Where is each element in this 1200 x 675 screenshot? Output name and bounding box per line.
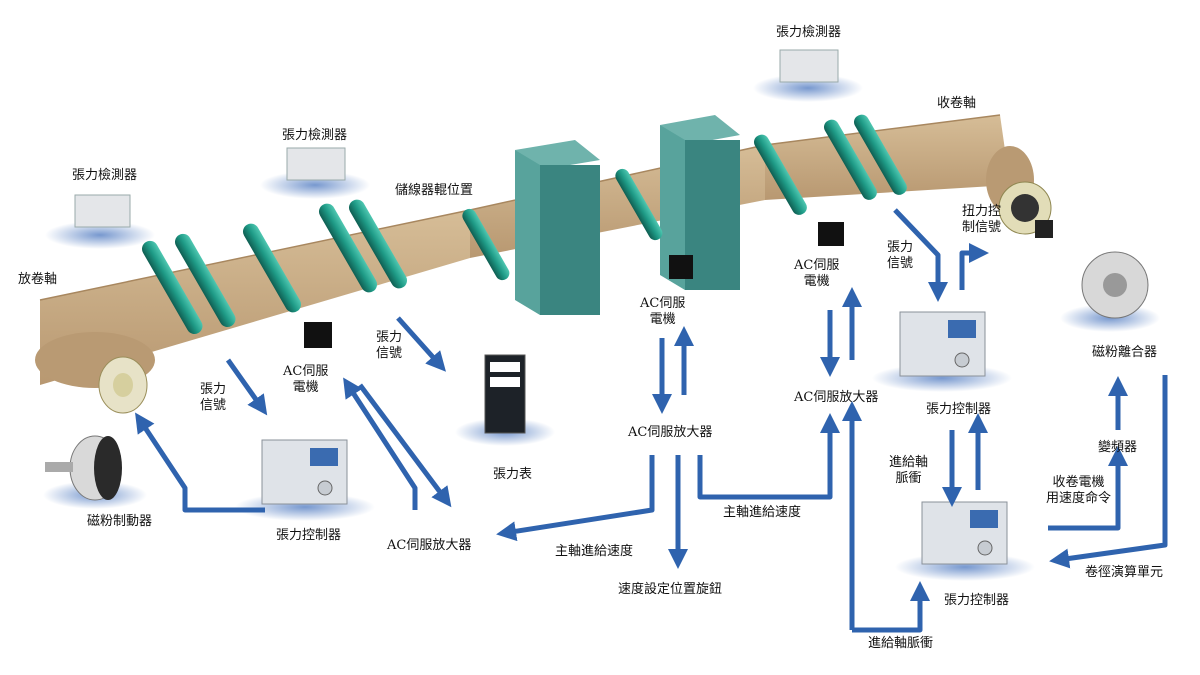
tension-meter-image bbox=[455, 354, 555, 446]
servo-motor-block-left bbox=[304, 322, 332, 348]
label-tension-signal-2: 張力 信號 bbox=[376, 330, 403, 361]
label-servo-motor-left: AC伺服 電機 bbox=[283, 364, 329, 395]
label-tension-signal-3: 張力 信號 bbox=[887, 240, 914, 271]
label-tension-signal-1: 張力 信號 bbox=[200, 382, 227, 413]
label-main-feed-speed-2: 主軸進給速度 bbox=[555, 544, 634, 559]
label-main-feed-speed-1: 主軸進給速度 bbox=[723, 505, 802, 520]
label-tension-meter: 張力表 bbox=[493, 467, 533, 482]
label-torque-control-signal: 扭力控 制信號 bbox=[962, 204, 1002, 235]
unwind-roll bbox=[35, 332, 155, 414]
tension-sensor-3-image bbox=[753, 49, 863, 102]
label-tension-controller-left: 張力控制器 bbox=[276, 528, 342, 543]
label-servo-amplifier-right: AC伺服放大器 bbox=[794, 390, 879, 405]
label-tension-sensor-3: 張力檢測器 bbox=[776, 25, 842, 40]
signal-arrows bbox=[135, 208, 1168, 633]
tension-sensor-1-image bbox=[45, 194, 155, 249]
powder-clutch-image bbox=[1060, 251, 1160, 332]
label-powder-clutch: 磁粉離合器 bbox=[1092, 345, 1158, 360]
label-speed-setting-knob: 速度設定位置旋鈕 bbox=[618, 582, 723, 597]
label-servo-amplifier-bottom: AC伺服放大器 bbox=[387, 538, 472, 553]
label-rewind-motor-speed-command: 收卷電機 用速度命令 bbox=[1046, 475, 1112, 506]
label-tension-controller-right-top: 張力控制器 bbox=[926, 402, 992, 417]
tension-sensor-2-image bbox=[260, 147, 370, 199]
label-roll-diameter-unit: 卷徑演算單元 bbox=[1085, 565, 1164, 580]
powder-brake-image bbox=[43, 435, 147, 509]
label-tension-controller-right-bottom: 張力控制器 bbox=[944, 593, 1010, 608]
tension-controller-left-image bbox=[235, 439, 375, 521]
label-feed-axis-pulse-2: 進給軸脈衝 bbox=[868, 636, 934, 651]
label-tension-sensor-1: 張力檢測器 bbox=[72, 168, 138, 183]
tension-controller-right-bottom-image bbox=[895, 501, 1035, 581]
label-rewind-shaft: 收卷軸 bbox=[937, 96, 977, 111]
tension-controller-right-top-image bbox=[872, 311, 1012, 392]
label-inverter: 變頻器 bbox=[1098, 440, 1138, 455]
label-tension-sensor-2: 張力檢測器 bbox=[282, 128, 348, 143]
web-material bbox=[40, 210, 470, 385]
rewind-roll bbox=[986, 146, 1053, 238]
label-servo-amplifier-center: AC伺服放大器 bbox=[628, 425, 713, 440]
label-feed-axis-pulse-1: 進給軸 脈衝 bbox=[889, 455, 929, 486]
dryer-frame-2 bbox=[660, 115, 740, 290]
label-servo-motor-center: AC伺服 電機 bbox=[640, 296, 686, 327]
label-unwind-shaft: 放卷軸 bbox=[18, 272, 58, 287]
label-servo-motor-right: AC伺服 電機 bbox=[794, 258, 840, 289]
label-accumulator-position: 儲線器輥位置 bbox=[395, 183, 474, 198]
servo-motor-block-center bbox=[669, 255, 693, 279]
label-powder-brake: 磁粉制動器 bbox=[87, 514, 153, 529]
dryer-frame-1 bbox=[515, 140, 600, 315]
servo-motor-block-right bbox=[818, 222, 844, 246]
rollers bbox=[142, 114, 907, 334]
